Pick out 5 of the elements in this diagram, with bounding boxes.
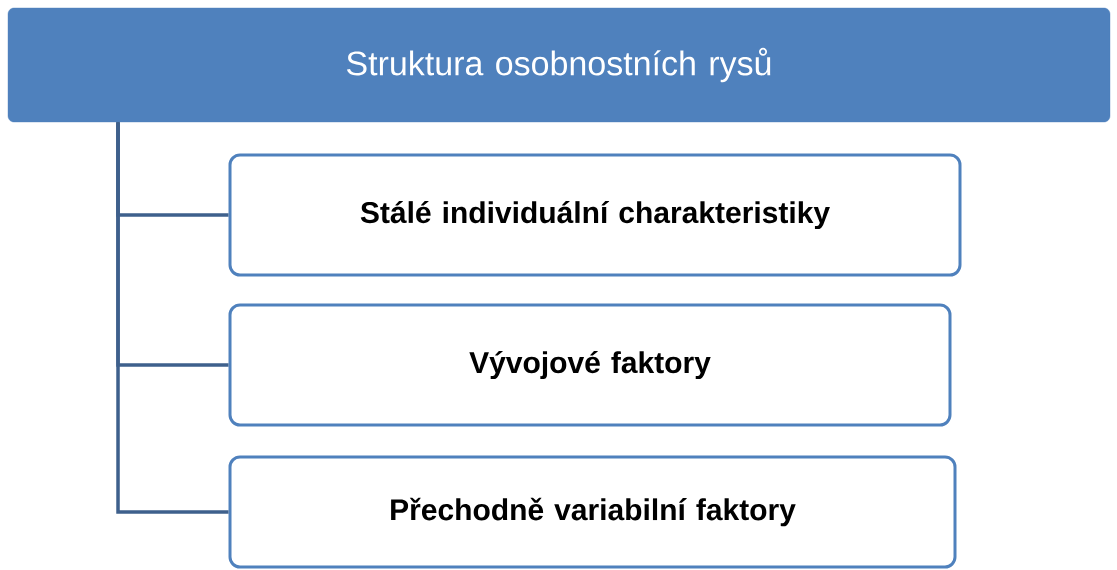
- category-box: Přechodně variabilní faktory: [228, 455, 957, 569]
- category-box: Vývojové faktory: [228, 303, 952, 427]
- title-banner: Struktura osobnostních rysů: [7, 7, 1111, 123]
- connector-line: [116, 122, 229, 514]
- category-box: Stálé individuální charakteristiky: [228, 153, 962, 277]
